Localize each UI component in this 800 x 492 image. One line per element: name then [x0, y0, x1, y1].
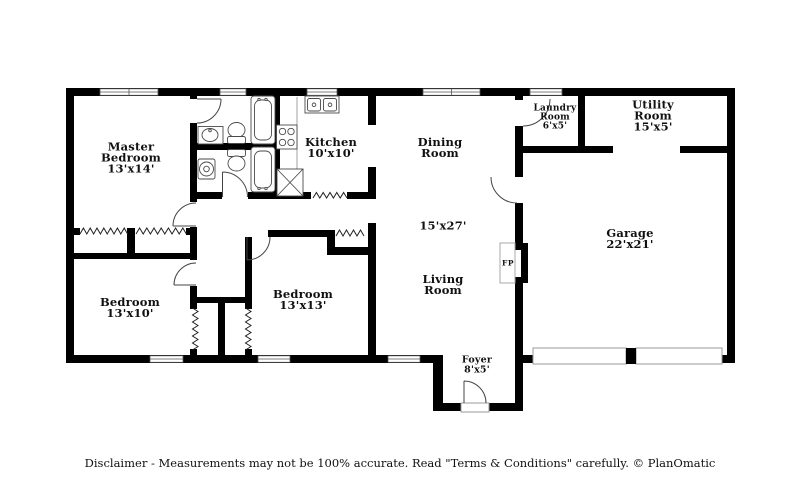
room-label-bedroom-3: Bedroom 13'x13' [272, 287, 334, 312]
room-label-foyer: Foyer 8'x5' [461, 354, 493, 375]
toilet [227, 122, 246, 138]
room-name: Living Room [422, 272, 464, 297]
room-name: Master Bedroom [100, 139, 162, 165]
room-label-living-room: Living Room [415, 272, 471, 297]
room-dims: 13'x13' [279, 298, 327, 312]
room-name: Kitchen [304, 135, 358, 149]
kitchen-fixtures [276, 95, 340, 197]
stove [276, 124, 298, 150]
room-dims: 6'x5' [542, 121, 568, 132]
room-label-laundry-room: Laundry Room 6'x5' [529, 103, 581, 132]
room-label-garage: Garage 22'x21' [606, 226, 654, 251]
room-label-master-bedroom: Master Bedroom 13'x14' [89, 139, 173, 176]
room-label-dining-room: Dining Room [414, 135, 466, 160]
front-door-threshold [460, 402, 490, 413]
room-dims: 10'x10' [307, 146, 355, 160]
garage-doors [532, 347, 723, 365]
room-name: Bedroom [272, 287, 334, 301]
room-label-bedroom-2: Bedroom 13'x10' [99, 295, 161, 320]
closet-rods [79, 191, 365, 351]
toilet [227, 155, 246, 172]
room-dims: 8'x5' [464, 364, 490, 375]
room-label-utility-room: Utility Room 15'x5' [627, 97, 679, 134]
room-name: Dining Room [417, 135, 463, 160]
fireplace-label: FP [502, 258, 514, 268]
room-name: Bedroom [99, 295, 161, 309]
room-label-kitchen: Kitchen 10'x10' [304, 135, 358, 160]
room-dims: 13'x14' [107, 161, 155, 176]
room-name: Utility Room [632, 97, 674, 123]
windows [99, 88, 563, 363]
room-name: Laundry Room [533, 103, 577, 123]
fireplace-box [499, 242, 516, 284]
door-swings [172, 98, 551, 404]
room-dims: 22'x21' [606, 237, 654, 251]
living-dining-dimension: 15'x27' [419, 218, 467, 233]
room-dims: 13'x10' [106, 306, 154, 320]
room-name: Foyer [461, 354, 493, 366]
room-dims: 15'x5' [633, 119, 673, 134]
room-name: Garage [606, 226, 654, 240]
disclaimer-text: Disclaimer - Measurements may not be 100… [84, 456, 716, 470]
bathroom-fixtures [197, 95, 276, 193]
